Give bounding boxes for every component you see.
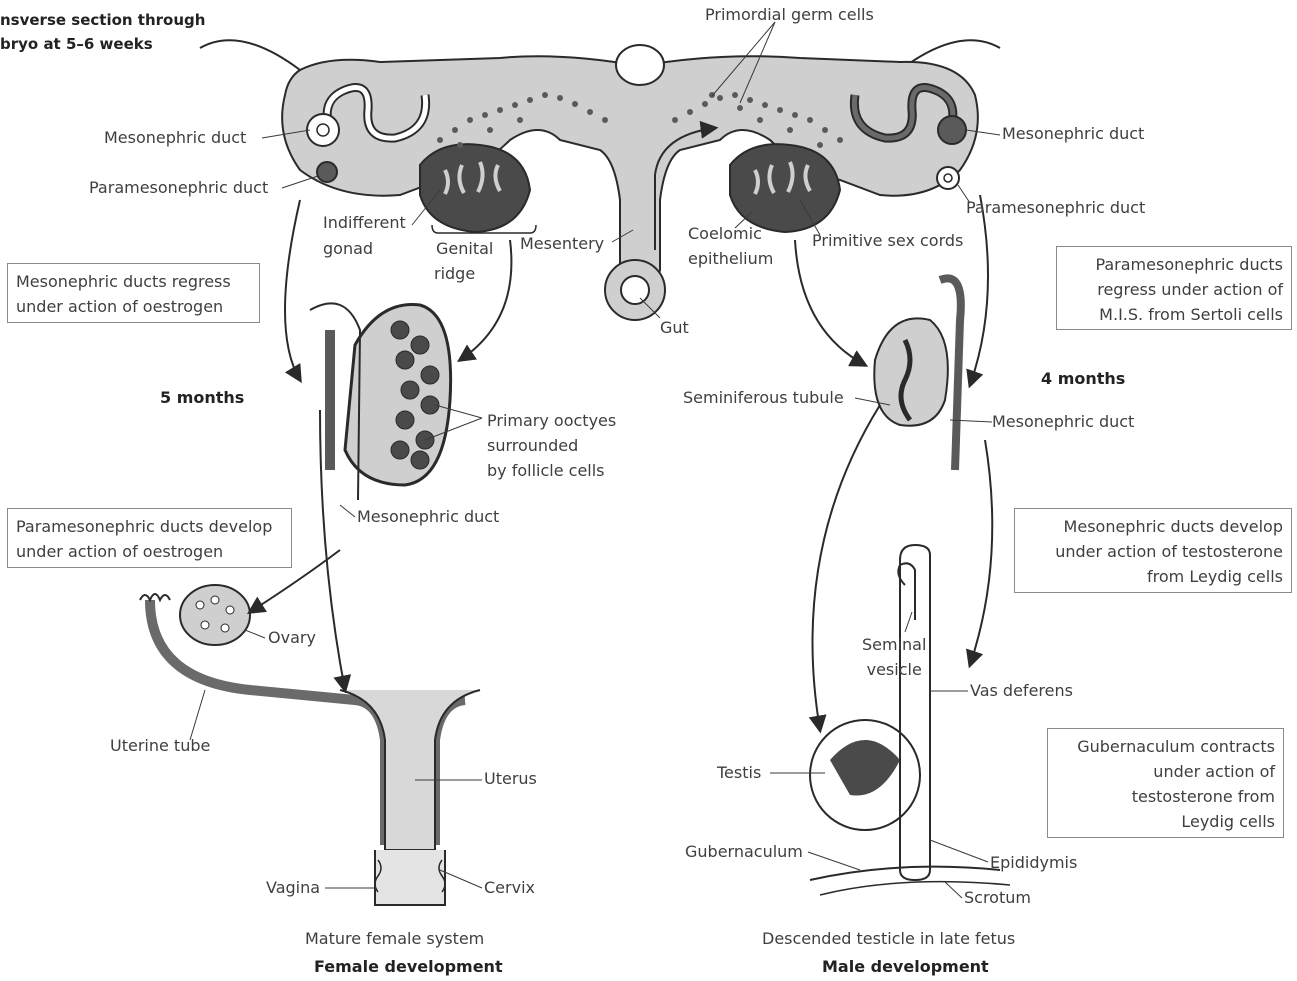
box-male-mesonephric-develop: Mesonephric ducts develop under action o… <box>1014 508 1292 593</box>
label-paramesonephric-duct-right: Paramesonephric duct <box>966 198 1145 218</box>
box-line: Mesonephric ducts regress <box>16 269 251 294</box>
label-gubernaculum: Gubernaculum <box>685 842 803 862</box>
label-primary-oocytes: Primary ooctyes surrounded by follicle c… <box>487 408 616 483</box>
oocyte-line: Primary ooctyes <box>487 408 616 433</box>
male-caption: Descended testicle in late fetus <box>762 929 1015 949</box>
box-female-mesonephric-regress: Mesonephric ducts regress under action o… <box>7 263 260 323</box>
box-line: regress under action of <box>1065 277 1283 302</box>
male-age-label: 4 months <box>1041 369 1125 389</box>
oocyte-line: by follicle cells <box>487 458 616 483</box>
box-line: M.I.S. from Sertoli cells <box>1065 302 1283 327</box>
label-uterine-tube: Uterine tube <box>110 736 210 756</box>
section-title-line1: nsverse section through <box>0 10 205 30</box>
label-coelomic-1: Coelomic <box>688 224 762 244</box>
label-primordial-germ-cells: Primordial germ cells <box>705 5 874 25</box>
male-gonad-4-months <box>874 278 961 470</box>
right-gonad <box>730 144 840 232</box>
label-primitive-sex-cords: Primitive sex cords <box>812 231 963 251</box>
female-heading: Female development <box>314 957 503 977</box>
label-mesentery: Mesentery <box>520 234 604 254</box>
label-ovary: Ovary <box>268 628 316 648</box>
male-heading: Male development <box>822 957 989 977</box>
box-line: under action of testosterone <box>1023 539 1283 564</box>
box-line: testosterone from <box>1056 784 1275 809</box>
label-mesonephric-duct-right: Mesonephric duct <box>1002 124 1144 144</box>
box-line: Gubernaculum contracts <box>1056 734 1275 759</box>
box-line: under action of oestrogen <box>16 539 283 564</box>
label-testis: Testis <box>717 763 761 783</box>
box-male-paramesonephric-regress: Paramesonephric ducts regress under acti… <box>1056 246 1292 330</box>
uterus-shape <box>340 690 480 850</box>
female-age-label: 5 months <box>160 388 244 408</box>
section-body <box>282 56 978 290</box>
box-line: from Leydig cells <box>1023 564 1283 589</box>
box-female-paramesonephric-develop: Paramesonephric ducts develop under acti… <box>7 508 292 568</box>
male-reproductive-tract <box>810 545 1010 895</box>
box-gubernaculum-contracts: Gubernaculum contracts under action of t… <box>1047 728 1284 838</box>
label-paramesonephric-duct-left: Paramesonephric duct <box>89 178 268 198</box>
box-line: Paramesonephric ducts <box>1065 252 1283 277</box>
seminal-line: Seminal <box>862 632 926 657</box>
label-scrotum: Scrotum <box>964 888 1031 908</box>
box-line: Mesonephric ducts develop <box>1023 514 1283 539</box>
label-seminal-vesicle: Seminal vesicle <box>862 632 926 682</box>
female-gonad-5-months <box>310 303 451 500</box>
transverse-section <box>200 40 1000 320</box>
label-gut: Gut <box>660 318 689 338</box>
oocyte-line: surrounded <box>487 433 616 458</box>
section-title-line2: bryo at 5–6 weeks <box>0 34 153 54</box>
label-mesonephric-duct-left: Mesonephric duct <box>104 128 246 148</box>
label-vagina: Vagina <box>266 878 320 898</box>
label-seminiferous-tubule: Seminiferous tubule <box>683 388 844 408</box>
label-uterus: Uterus <box>484 769 537 789</box>
label-indifferent-gonad-2: gonad <box>323 239 373 259</box>
label-vas-deferens: Vas deferens <box>970 681 1073 701</box>
box-line: under action of oestrogen <box>16 294 251 319</box>
label-coelomic-2: epithelium <box>688 249 773 269</box>
box-line: Paramesonephric ducts develop <box>16 514 283 539</box>
female-caption: Mature female system <box>305 929 484 949</box>
label-genital-ridge-2: ridge <box>434 264 475 284</box>
left-gonad <box>420 144 530 232</box>
box-line: under action of <box>1056 759 1275 784</box>
label-male-mesonephric-duct: Mesonephric duct <box>992 412 1134 432</box>
label-genital-ridge-1: Genital <box>436 239 493 259</box>
label-female-mesonephric-duct: Mesonephric duct <box>357 507 499 527</box>
ovary-shape <box>180 585 250 645</box>
label-epididymis: Epididymis <box>990 853 1077 873</box>
seminal-line: vesicle <box>862 657 926 682</box>
label-indifferent-gonad-1: Indifferent <box>323 213 406 233</box>
box-line: Leydig cells <box>1056 809 1275 834</box>
label-cervix: Cervix <box>484 878 535 898</box>
